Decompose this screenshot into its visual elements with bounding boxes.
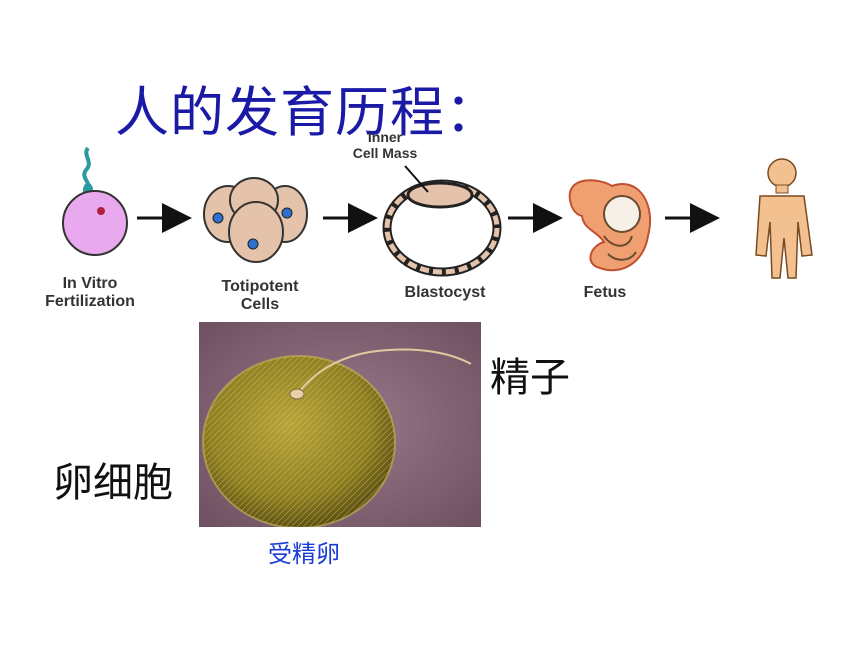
label-zygote: 受精卵: [268, 540, 340, 568]
label-inner-cell-mass: Inner Cell Mass: [325, 129, 445, 161]
stage-label-fetus: Fetus: [583, 284, 627, 301]
development-diagram: [62, 146, 813, 279]
stage-label-ivf: In Vitro Fertilization: [10, 275, 170, 311]
blastocyst-icon: [382, 165, 502, 277]
label-egg-cell: 卵细胞: [53, 460, 173, 506]
icm-label-line1: Inner: [367, 129, 403, 145]
icm-label-line2: Cell Mass: [352, 145, 418, 161]
ivf-egg-icon: [62, 146, 128, 256]
fetus-icon: [568, 179, 652, 272]
label-sperm: 精子: [490, 355, 570, 401]
ivf-label-line1: In Vitro: [62, 275, 118, 292]
toti-label-line1: Totipotent: [221, 278, 299, 295]
adult-human-icon: [755, 158, 813, 279]
stage-label-totipotent: Totipotent Cells: [190, 278, 330, 314]
zygote-photo: [199, 322, 481, 527]
stage-label-blastocyst: Blastocyst: [404, 284, 486, 301]
ivf-label-line2: Fertilization: [45, 293, 135, 310]
totipotent-cells-icon: [203, 177, 308, 263]
page-title: 人的发育历程：: [115, 81, 500, 144]
toti-label-line2: Cells: [240, 296, 280, 313]
